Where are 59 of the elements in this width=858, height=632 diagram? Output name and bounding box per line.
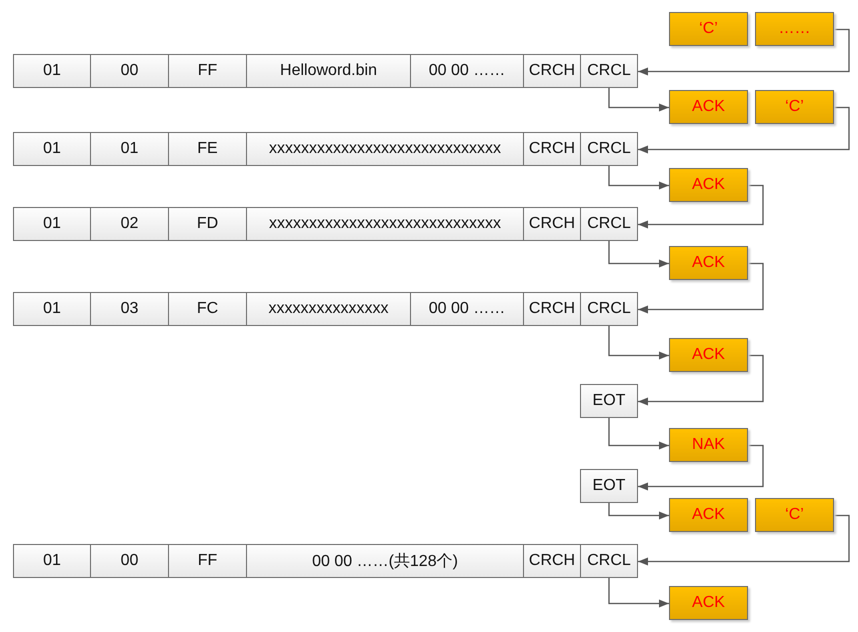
frame-field-cell: xxxxxxxxxxxxxxxxxxxxxxxxxxxxx — [246, 207, 524, 241]
arrow — [608, 88, 669, 112]
response-box: ACK — [669, 168, 748, 202]
frame-field-cell: xxxxxxxxxxxxxxx — [246, 292, 411, 326]
frame-field-cell: FD — [168, 207, 247, 241]
response-box: ‘C’ — [669, 12, 748, 46]
frame-field-cell: 01 — [13, 132, 91, 166]
frame-field-cell: FF — [168, 544, 247, 578]
frame-field-cell: 00 — [90, 544, 169, 578]
frame-field-cell: CRCL — [580, 132, 638, 166]
frame-field-cell: 00 00 …… — [410, 54, 524, 88]
frame-field-cell: 00 00 …… — [410, 292, 524, 326]
arrow — [638, 514, 850, 566]
arrow — [638, 262, 764, 314]
frame-field-cell: 00 00 ……(共128个) — [246, 544, 524, 578]
response-box: ‘C’ — [755, 90, 834, 124]
response-box: ACK — [669, 498, 748, 532]
arrow — [638, 354, 764, 406]
response-box: …… — [755, 12, 834, 46]
frame-field-cell: FF — [168, 54, 247, 88]
arrow — [638, 106, 850, 154]
arrow — [638, 444, 764, 490]
frame-field-cell: 01 — [90, 132, 169, 166]
frame-field-cell: Helloword.bin — [246, 54, 411, 88]
response-box: ACK — [669, 586, 748, 620]
frame-field-cell: 00 — [90, 54, 169, 88]
frame-field-cell: 01 — [13, 292, 91, 326]
frame-field-cell: CRCL — [580, 207, 638, 241]
frame-field-cell: CRCL — [580, 292, 638, 326]
frame-field-cell: FC — [168, 292, 247, 326]
response-box: NAK — [669, 428, 748, 462]
arrow — [608, 503, 669, 520]
frame-field-cell: CRCL — [580, 54, 638, 88]
frame-field-cell: EOT — [580, 469, 638, 503]
frame-field-cell: xxxxxxxxxxxxxxxxxxxxxxxxxxxxx — [246, 132, 524, 166]
frame-field-cell: 03 — [90, 292, 169, 326]
arrow — [608, 166, 669, 190]
response-box: ‘C’ — [755, 498, 834, 532]
arrow — [638, 28, 850, 76]
frame-field-cell: 01 — [13, 54, 91, 88]
arrow — [608, 241, 669, 268]
arrow — [608, 326, 669, 360]
frame-field-cell: EOT — [580, 384, 638, 418]
frame-field-cell: 01 — [13, 544, 91, 578]
frame-field-cell: CRCH — [523, 544, 581, 578]
frame-field-cell: CRCH — [523, 207, 581, 241]
response-box: ACK — [669, 246, 748, 280]
frame-field-cell: CRCH — [523, 292, 581, 326]
response-box: ACK — [669, 90, 748, 124]
arrow — [638, 184, 764, 228]
frame-field-cell: 02 — [90, 207, 169, 241]
frame-field-cell: CRCL — [580, 544, 638, 578]
frame-field-cell: CRCH — [523, 132, 581, 166]
arrow — [608, 578, 669, 608]
arrow — [608, 418, 669, 450]
frame-field-cell: CRCH — [523, 54, 581, 88]
frame-field-cell: FE — [168, 132, 247, 166]
response-box: ACK — [669, 338, 748, 372]
frame-field-cell: 01 — [13, 207, 91, 241]
